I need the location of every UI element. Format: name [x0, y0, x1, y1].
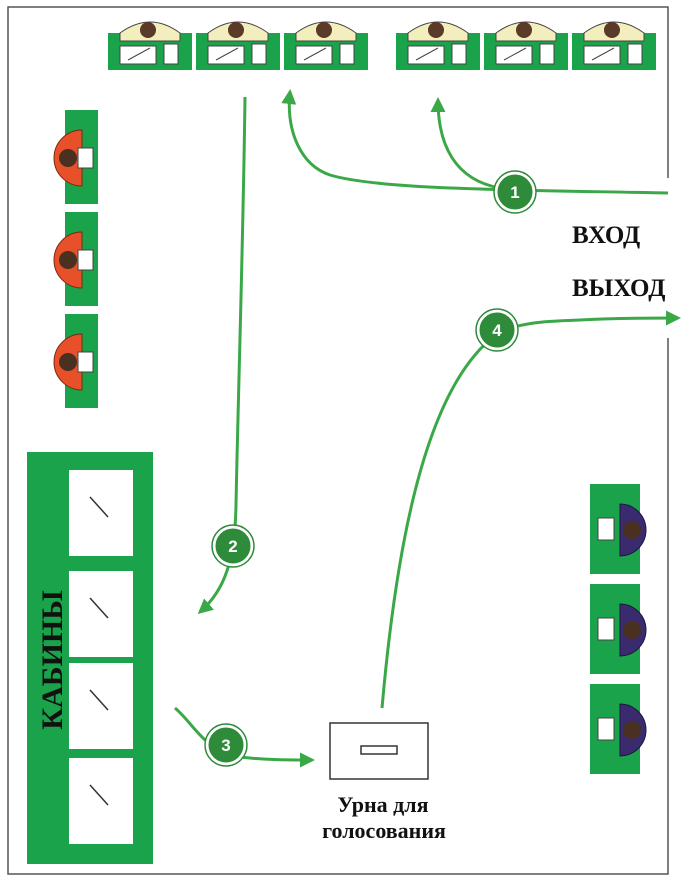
- voting-booth-icon: [67, 569, 135, 659]
- arrow-officials-to-booths: [197, 96, 247, 614]
- voting-booth-icon: [67, 468, 135, 558]
- voting-booths: КАБИНЫ: [27, 452, 153, 864]
- step-number: 1: [510, 183, 519, 202]
- step-marker-2: 2: [211, 524, 255, 568]
- arrow-urn-to-exit: [380, 310, 681, 709]
- voting-booth-icon: [67, 756, 135, 846]
- official-at-desk-icon: [572, 21, 656, 70]
- step-number: 4: [492, 321, 502, 340]
- observer-left-icon: [53, 212, 98, 306]
- official-at-desk-icon: [284, 21, 368, 70]
- observer-right-icon: [590, 584, 647, 674]
- step-number: 2: [228, 537, 237, 556]
- arrow-entrance-to-officials-left: [281, 89, 669, 195]
- observer-left-icon: [53, 314, 98, 408]
- officials-row: [108, 21, 656, 70]
- step-marker-3: 3: [204, 723, 248, 767]
- observers-right: [590, 484, 647, 774]
- entrance-label: ВХОД: [572, 222, 640, 249]
- step-marker-1: 1: [493, 170, 537, 214]
- booths-label: КАБИНЫ: [36, 590, 69, 729]
- step-markers: 1 2 3 4: [204, 170, 537, 767]
- exit-label: ВЫХОД: [572, 275, 665, 302]
- urn-label-line1: Урна для: [337, 792, 428, 817]
- step-number: 3: [221, 736, 230, 755]
- flow-arrows: [174, 89, 681, 768]
- observer-left-icon: [53, 110, 98, 204]
- official-at-desk-icon: [396, 21, 480, 70]
- urn-label-line2: голосования: [322, 818, 446, 843]
- official-at-desk-icon: [196, 21, 280, 70]
- voting-booth-icon: [67, 661, 135, 751]
- official-at-desk-icon: [484, 21, 568, 70]
- observer-right-icon: [590, 484, 647, 574]
- observer-right-icon: [590, 684, 647, 774]
- observers-left: [53, 110, 98, 408]
- step-marker-4: 4: [475, 308, 519, 352]
- official-at-desk-icon: [108, 21, 192, 70]
- ballot-urn-icon: [329, 722, 429, 780]
- arrow-entrance-to-officials-right: [430, 97, 501, 190]
- room-walls: [7, 6, 669, 875]
